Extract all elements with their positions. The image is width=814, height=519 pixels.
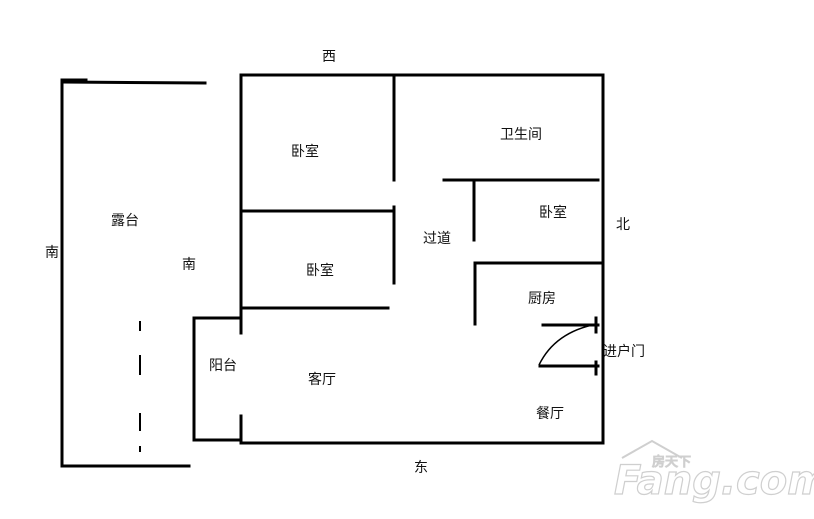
label-bedroom-3: 卧室 [539, 204, 567, 221]
label-terrace-south: 南 [182, 257, 196, 273]
label-terrace: 露台 [111, 213, 139, 229]
entrance-door [538, 316, 600, 376]
balcony-walls [192, 316, 243, 442]
interior-walls [239, 73, 602, 326]
label-entrance-door: 进户门 [603, 343, 645, 360]
label-east: 东 [414, 460, 428, 476]
label-south: 南 [45, 245, 59, 261]
label-hallway: 过道 [423, 231, 451, 247]
house-roof-icon [621, 439, 683, 459]
label-west: 西 [322, 49, 336, 65]
label-balcony: 阳台 [209, 358, 237, 374]
label-dining-room: 餐厅 [536, 406, 564, 422]
watermark: 房天下 Fang.com [613, 439, 814, 505]
label-bathroom: 卫生间 [500, 127, 542, 143]
terrace-top [60, 80, 207, 85]
label-bedroom-1: 卧室 [291, 143, 319, 160]
label-kitchen: 厨房 [528, 291, 556, 307]
outer-walls [239, 73, 605, 445]
door-swing-arc [538, 323, 598, 366]
label-north: 北 [616, 217, 630, 233]
watermark-brand: Fang.com [614, 458, 814, 504]
watermark-chinese: 房天下 [652, 454, 691, 470]
terrace-walls [60, 78, 207, 468]
label-bedroom-2: 卧室 [306, 262, 334, 279]
label-living-room: 客厅 [308, 371, 336, 388]
